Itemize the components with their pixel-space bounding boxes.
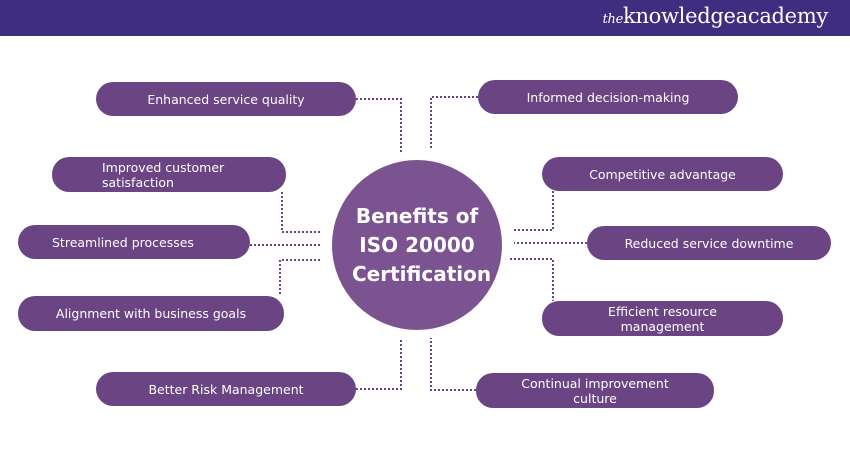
benefit-pill: Reduced service downtime xyxy=(587,226,831,260)
benefit-pill: Continual improvement culture xyxy=(476,373,714,408)
benefit-pill: Enhanced service quality xyxy=(96,82,356,116)
logo-prefix: the xyxy=(602,12,624,27)
benefit-pill: Streamlined processes xyxy=(18,225,250,259)
benefit-pill: Efficient resource management xyxy=(542,301,783,336)
brand-logo[interactable]: theknowledgeacademy xyxy=(602,4,829,28)
connector xyxy=(279,259,320,296)
connector xyxy=(356,340,402,390)
connector xyxy=(430,338,476,391)
connector xyxy=(356,98,402,152)
header-bar: theknowledgeacademy xyxy=(0,0,850,36)
benefit-pill: Better Risk Management xyxy=(96,372,356,406)
connector xyxy=(512,191,554,231)
connector xyxy=(510,258,554,301)
benefit-pill: Alignment with business goals xyxy=(18,296,284,331)
connector xyxy=(281,192,322,233)
connector xyxy=(430,96,478,150)
logo-name: knowledgeacademy xyxy=(623,4,828,28)
benefit-pill: Improved customer satisfaction xyxy=(52,157,286,192)
benefit-pill: Informed decision-making xyxy=(478,80,738,114)
benefit-pill: Competitive advantage xyxy=(542,157,783,191)
center-title: Benefits of ISO 20000 Certification xyxy=(332,160,502,330)
